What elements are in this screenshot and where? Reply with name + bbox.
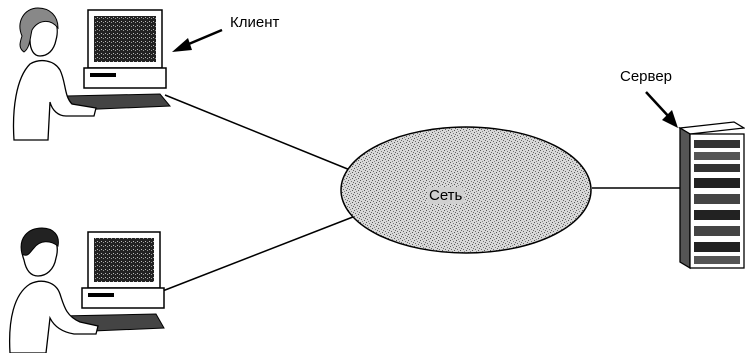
client-pointer-arrow (172, 28, 223, 52)
server-pointer-arrow (645, 91, 678, 128)
client-top-icon (12, 7, 172, 141)
server-label: Сервер (620, 68, 673, 85)
server-tower-icon (678, 121, 745, 270)
network-label: Сеть (427, 187, 465, 204)
link-client-bottom-network (159, 214, 359, 293)
link-client-top-network (164, 94, 356, 173)
network-cloud-icon (340, 126, 592, 254)
client-label: Клиент (230, 14, 280, 31)
client-bottom-icon (8, 227, 165, 353)
